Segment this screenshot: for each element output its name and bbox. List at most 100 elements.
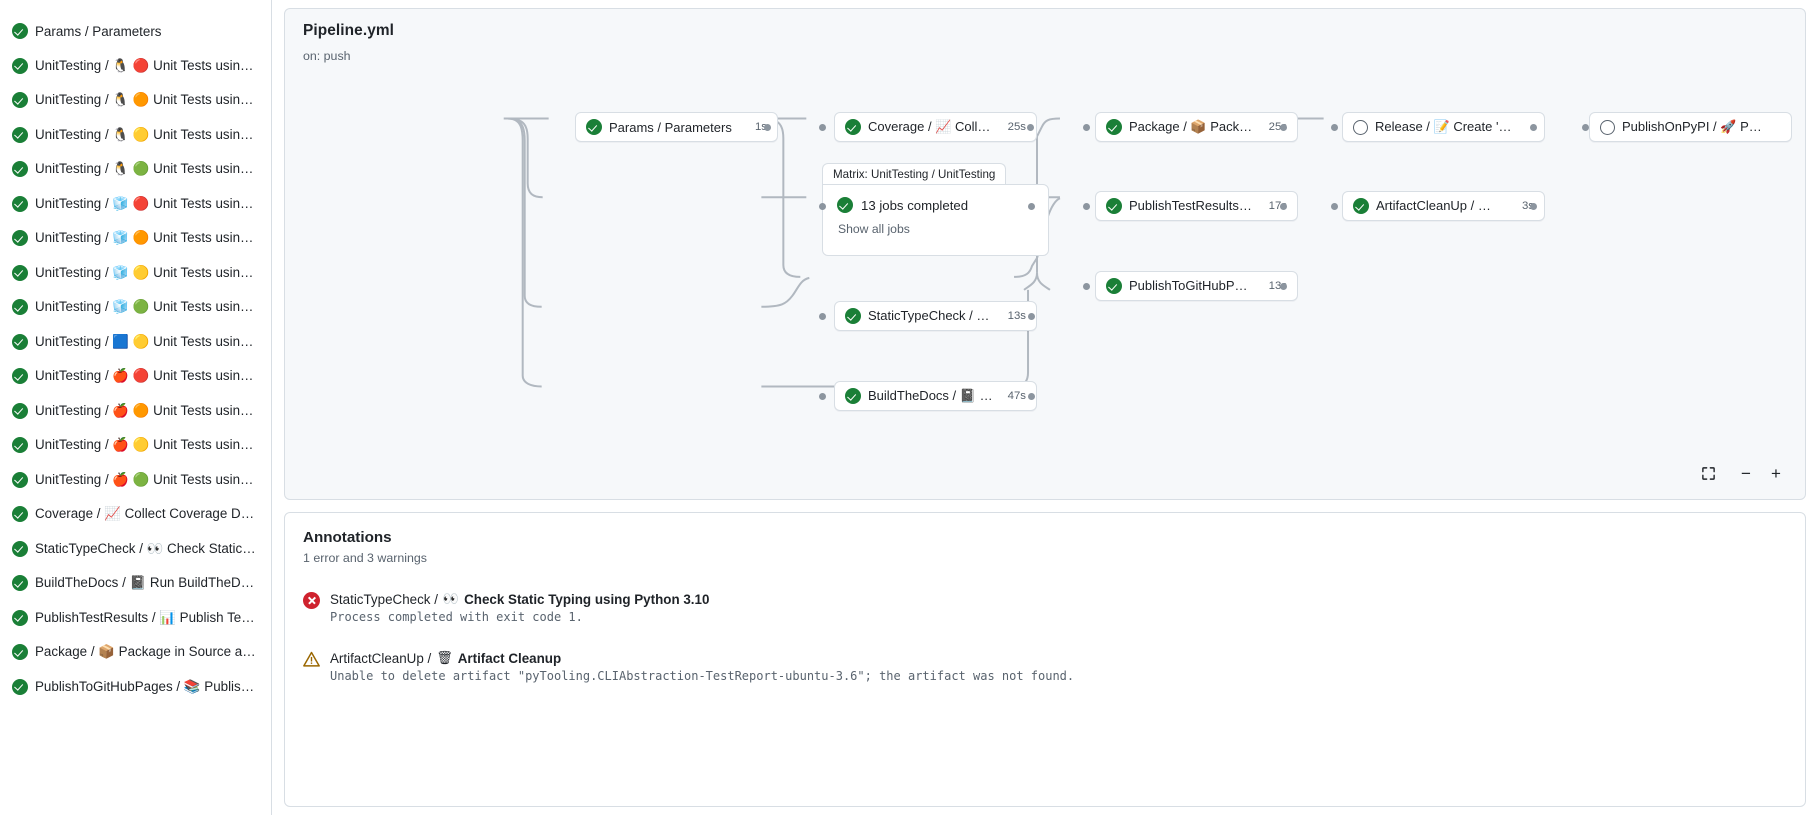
success-check-icon xyxy=(12,299,28,316)
pipeline-graph-card: Pipeline.yml on: push xyxy=(284,8,1806,500)
zoom-out-button[interactable]: − xyxy=(1733,461,1759,485)
success-check-icon xyxy=(12,23,28,40)
zoom-in-button[interactable]: + xyxy=(1763,461,1789,485)
success-check-icon xyxy=(12,402,28,419)
annotation-job: ArtifactCleanUp / xyxy=(330,650,432,666)
success-check-icon xyxy=(12,195,28,212)
trash-icon: 🗑 xyxy=(436,650,453,665)
success-check-icon xyxy=(845,119,861,135)
pending-circle-icon xyxy=(1353,119,1368,135)
success-check-icon xyxy=(12,264,28,281)
graph-node-publishtestresults[interactable]: PublishTestResults / 📊 Pu… 17s xyxy=(1095,191,1298,221)
node-label: BuildTheDocs / 📓 Run Buil… xyxy=(868,388,993,403)
sidebar-job-item[interactable]: UnitTesting / 🍎 🔴 Unit Tests using Pyth… xyxy=(4,359,267,394)
success-check-icon xyxy=(1353,198,1369,214)
annotation-name: Check Static Typing using Python 3.10 xyxy=(464,591,710,607)
sidebar-job-item[interactable]: Package / 📦 Package in Source and Wh… xyxy=(4,635,267,670)
graph-node-release[interactable]: Release / 📝 Create 'Release P… xyxy=(1342,112,1545,142)
fullscreen-icon[interactable] xyxy=(1695,461,1721,485)
sidebar-job-item[interactable]: UnitTesting / 🧊 🟢 Unit Tests using Pyth… xyxy=(4,290,267,325)
annotations-summary: 1 error and 3 warnings xyxy=(303,551,427,565)
sidebar-job-label: Coverage / 📈 Collect Coverage Data usi… xyxy=(35,506,257,522)
sidebar-job-item[interactable]: PublishToGitHubPages / 📚 Publish to G… xyxy=(4,670,267,705)
success-check-icon xyxy=(12,126,28,143)
sidebar-job-item[interactable]: StaticTypeCheck / 👀 Check Static Typing… xyxy=(4,532,267,567)
graph-node-publishonpypi[interactable]: PublishOnPyPI / 🚀 Publish to … xyxy=(1589,112,1792,142)
port xyxy=(1530,124,1537,131)
success-check-icon xyxy=(12,57,28,74)
success-check-icon xyxy=(845,308,861,324)
graph-node-publishtogithubpages[interactable]: PublishToGitHubPages / 📚 … 13s xyxy=(1095,271,1298,301)
success-check-icon xyxy=(845,388,861,404)
success-check-icon xyxy=(12,368,28,385)
sidebar-job-label: Package / 📦 Package in Source and Wh… xyxy=(35,644,257,660)
sidebar-job-item[interactable]: UnitTesting / 🍎 🟢 Unit Tests using Pyth… xyxy=(4,463,267,498)
success-check-icon xyxy=(12,161,28,178)
sidebar-job-item[interactable]: UnitTesting / 🧊 🟠 Unit Tests using Pyth… xyxy=(4,221,267,256)
success-check-icon xyxy=(12,471,28,488)
annotation-item-warning[interactable]: ArtifactCleanUp / 🗑 Artifact Cleanup Una… xyxy=(303,650,1787,683)
annotation-heading: ArtifactCleanUp / 🗑 Artifact Cleanup xyxy=(330,650,1074,666)
sidebar-job-item[interactable]: UnitTesting / 🧊 🟡 Unit Tests using Pyth… xyxy=(4,256,267,291)
sidebar-job-label: UnitTesting / 🧊 🟡 Unit Tests using Pyth… xyxy=(35,264,257,280)
port xyxy=(1280,124,1287,131)
matrix-summary-row: 13 jobs completed xyxy=(837,197,1034,213)
success-check-icon xyxy=(1106,278,1122,294)
node-label: StaticTypeCheck / 👀 Chec… xyxy=(868,308,993,323)
sidebar-job-item[interactable]: UnitTesting / 🍎 🟡 Unit Tests using Pyth… xyxy=(4,428,267,463)
graph-node-coverage[interactable]: Coverage / 📈 Collect Cove… 25s xyxy=(834,112,1037,142)
sidebar-job-item[interactable]: UnitTesting / 🐧 🟠 Unit Tests using Pyth… xyxy=(4,83,267,118)
sidebar-job-label: BuildTheDocs / 📓 Run BuildTheDocs xyxy=(35,575,257,591)
sidebar-job-item[interactable]: UnitTesting / 🐧 🔴 Unit Tests using Pyth… xyxy=(4,49,267,84)
graph-node-statictypecheck[interactable]: StaticTypeCheck / 👀 Chec… 13s xyxy=(834,301,1037,331)
sidebar-job-item[interactable]: UnitTesting / 🐧 🟢 Unit Tests using Pyth… xyxy=(4,152,267,187)
sidebar-job-item[interactable]: PublishTestResults / 📊 Publish Test Resu… xyxy=(4,601,267,636)
annotations-card: Annotations 1 error and 3 warnings Stati… xyxy=(284,512,1806,807)
sidebar-job-item[interactable]: UnitTesting / 🧊 🔴 Unit Tests using Pyth… xyxy=(4,187,267,222)
graph-node-artifactcleanup[interactable]: ArtifactCleanUp / 🗑 Artifac… 3s xyxy=(1342,191,1545,221)
sidebar-job-label: UnitTesting / 🍎 🔴 Unit Tests using Pyth… xyxy=(35,368,257,384)
annotation-item-error[interactable]: StaticTypeCheck / 👀 Check Static Typing … xyxy=(303,591,1787,624)
graph-node-buildthedocs[interactable]: BuildTheDocs / 📓 Run Buil… 47s xyxy=(834,381,1037,411)
error-icon xyxy=(303,592,320,609)
sidebar-job-label: UnitTesting / 🐧 🟢 Unit Tests using Pyth… xyxy=(35,161,257,177)
matrix-body[interactable]: 13 jobs completed Show all jobs xyxy=(822,184,1049,256)
sidebar-job-item[interactable]: UnitTesting / 🟦 🟡 Unit Tests using Pyth… xyxy=(4,325,267,360)
sidebar-job-label: UnitTesting / 🍎 🟢 Unit Tests using Pyth… xyxy=(35,471,257,487)
node-duration: 47s xyxy=(1007,390,1026,402)
graph-node-params[interactable]: Params / Parameters 1s xyxy=(575,112,778,142)
node-label: PublishToGitHubPages / 📚 … xyxy=(1129,278,1254,293)
success-check-icon xyxy=(12,609,28,626)
success-check-icon xyxy=(12,575,28,592)
sidebar-job-label: StaticTypeCheck / 👀 Check Static Typing… xyxy=(35,540,257,556)
port xyxy=(1028,203,1035,210)
sidebar-job-label: UnitTesting / 🧊 🔴 Unit Tests using Pyth… xyxy=(35,195,257,211)
eyes-icon: 👀 xyxy=(442,591,460,606)
port xyxy=(1280,203,1287,210)
port xyxy=(1331,124,1338,131)
sidebar-job-item[interactable]: UnitTesting / 🐧 🟡 Unit Tests using Pyth… xyxy=(4,118,267,153)
sidebar-job-item[interactable]: BuildTheDocs / 📓 Run BuildTheDocs xyxy=(4,566,267,601)
annotations-title: Annotations xyxy=(303,529,392,546)
sidebar-job-label: UnitTesting / 🐧 🟡 Unit Tests using Pyth… xyxy=(35,126,257,142)
show-all-jobs-link[interactable]: Show all jobs xyxy=(838,222,910,236)
port xyxy=(819,124,826,131)
sidebar-job-label: UnitTesting / 🟦 🟡 Unit Tests using Pyth… xyxy=(35,333,257,349)
node-label: Release / 📝 Create 'Release P… xyxy=(1375,119,1519,134)
graph-node-package[interactable]: Package / 📦 Package in So… 25s xyxy=(1095,112,1298,142)
success-check-icon xyxy=(12,644,28,661)
sidebar-job-item[interactable]: Coverage / 📈 Collect Coverage Data usi… xyxy=(4,497,267,532)
success-check-icon xyxy=(12,678,28,695)
sidebar-job-item[interactable]: Params / Parameters xyxy=(4,14,267,49)
port xyxy=(819,203,826,210)
matrix-group-unittesting: Matrix: UnitTesting / UnitTesting 13 job… xyxy=(822,163,1049,258)
sidebar-job-item[interactable]: UnitTesting / 🍎 🟠 Unit Tests using Pyth… xyxy=(4,394,267,429)
node-label: PublishTestResults / 📊 Pu… xyxy=(1129,198,1254,213)
annotation-message: Unable to delete artifact "pyTooling.CLI… xyxy=(330,669,1075,683)
node-label: Package / 📦 Package in So… xyxy=(1129,119,1254,134)
main-content: Pipeline.yml on: push xyxy=(272,0,1818,815)
zoom-out-label: − xyxy=(1741,463,1751,483)
annotation-name: Artifact Cleanup xyxy=(457,650,562,666)
node-label: PublishOnPyPI / 🚀 Publish to … xyxy=(1622,119,1766,134)
